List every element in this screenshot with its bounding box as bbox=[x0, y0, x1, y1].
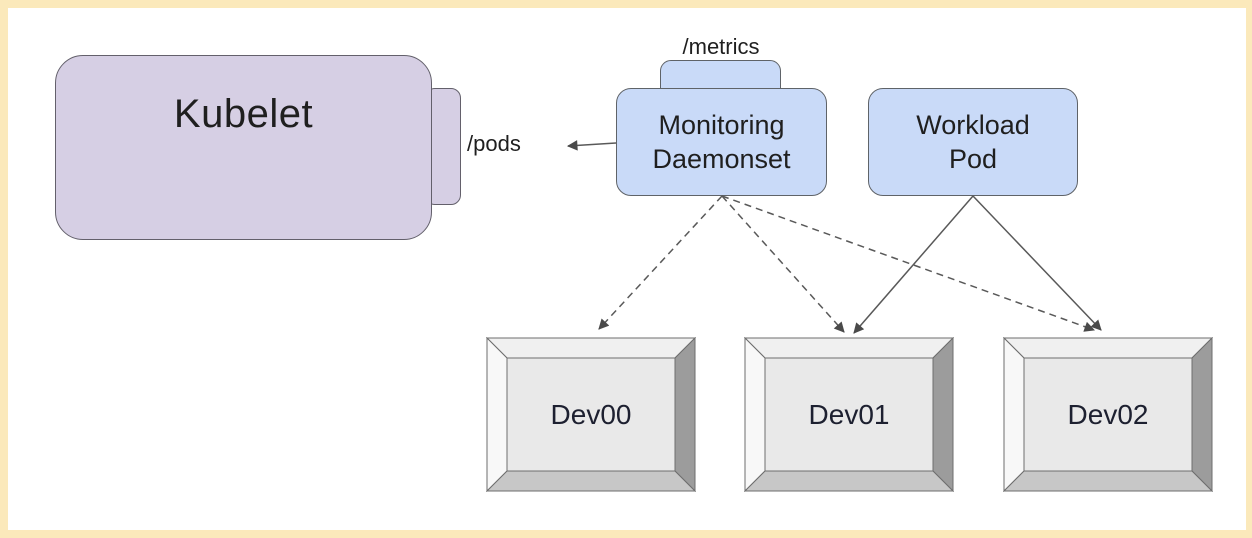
monitoring-to-dev01-edge bbox=[721, 195, 845, 333]
pods-endpoint-label: /pods bbox=[467, 131, 521, 156]
kubelet-node bbox=[55, 55, 432, 240]
device-dev02-label: Dev02 bbox=[1067, 398, 1149, 430]
monitoring-to-dev00-edge bbox=[598, 195, 723, 330]
workload-pod-label-line1: Workload bbox=[916, 109, 1030, 140]
device-dev02-node: Dev02 bbox=[1003, 337, 1213, 492]
device-bevel-frame bbox=[486, 337, 696, 492]
kubelet-label: Kubelet bbox=[173, 92, 314, 136]
device-dev00-label: Dev00 bbox=[550, 398, 632, 430]
monitoring-to-pods-edge bbox=[566, 140, 617, 151]
device-dev00-node: Dev00 bbox=[486, 337, 696, 492]
device-dev01-label: Dev01 bbox=[808, 398, 890, 430]
metrics-endpoint-label: /metrics bbox=[682, 34, 760, 59]
workload-pod-label-line2: Pod bbox=[948, 144, 998, 174]
device-dev01-node: Dev01 bbox=[744, 337, 954, 492]
device-bevel-frame bbox=[744, 337, 954, 492]
diagram-canvas: Kubelet /pods /metrics Monitoring Daemon… bbox=[8, 8, 1246, 530]
monitoring-daemonset-node: Monitoring Daemonset bbox=[616, 88, 827, 196]
workload-to-dev01-edge bbox=[853, 195, 974, 334]
monitoring-daemonset-label-line2: Daemonset bbox=[652, 144, 791, 174]
monitoring-to-dev02-edge bbox=[721, 195, 1095, 332]
workload-to-dev02-edge bbox=[972, 195, 1102, 331]
device-bevel-frame bbox=[1003, 337, 1213, 492]
monitoring-daemonset-label-line1: Monitoring bbox=[658, 109, 785, 140]
workload-pod-node: Workload Pod bbox=[868, 88, 1078, 196]
